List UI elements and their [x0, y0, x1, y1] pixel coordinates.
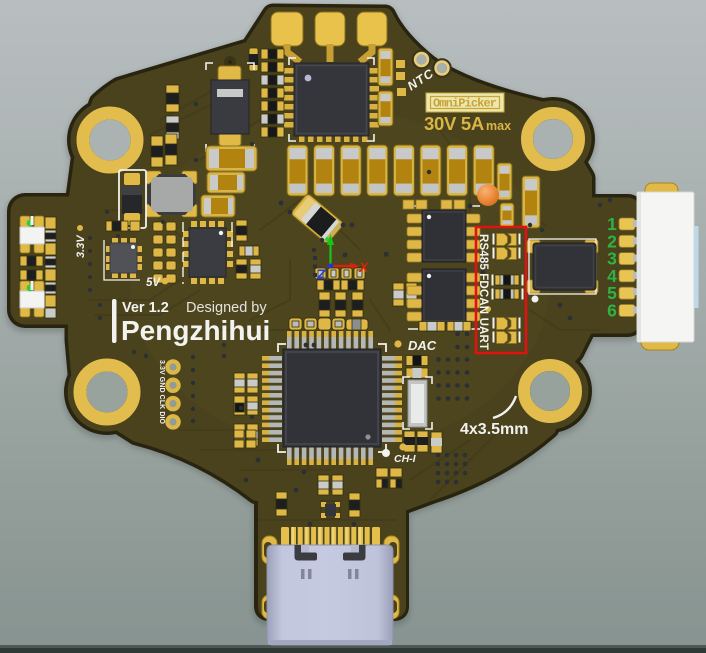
svg-text:OmniPicker: OmniPicker: [433, 97, 497, 111]
svg-text:1: 1: [607, 214, 617, 234]
svg-text:3: 3: [607, 249, 617, 269]
svg-text:5: 5: [607, 283, 617, 303]
svg-text:4: 4: [607, 266, 617, 286]
svg-text:6: 6: [607, 301, 617, 321]
svg-text:Z: Z: [316, 266, 326, 282]
svg-text:3.3V GND CLK DIO: 3.3V GND CLK DIO: [158, 360, 165, 425]
svg-text:X: X: [358, 259, 370, 275]
svg-text:2: 2: [607, 231, 617, 251]
svg-text:DAC: DAC: [408, 338, 437, 353]
svg-text:Designed by: Designed by: [186, 300, 267, 316]
svg-text:5V: 5V: [146, 277, 161, 289]
svg-text:CH-I: CH-I: [394, 453, 417, 465]
svg-text:max: max: [486, 119, 511, 133]
svg-text:Pengzhihui: Pengzhihui: [121, 315, 270, 346]
svg-text:4x3.5mm: 4x3.5mm: [460, 421, 529, 438]
svg-text:3.3V: 3.3V: [75, 234, 87, 258]
svg-text:Ver 1.2: Ver 1.2: [122, 300, 169, 316]
svg-text:30V 5A: 30V 5A: [424, 113, 484, 134]
svg-text:RS485 FDCAN UART: RS485 FDCAN UART: [477, 234, 489, 350]
